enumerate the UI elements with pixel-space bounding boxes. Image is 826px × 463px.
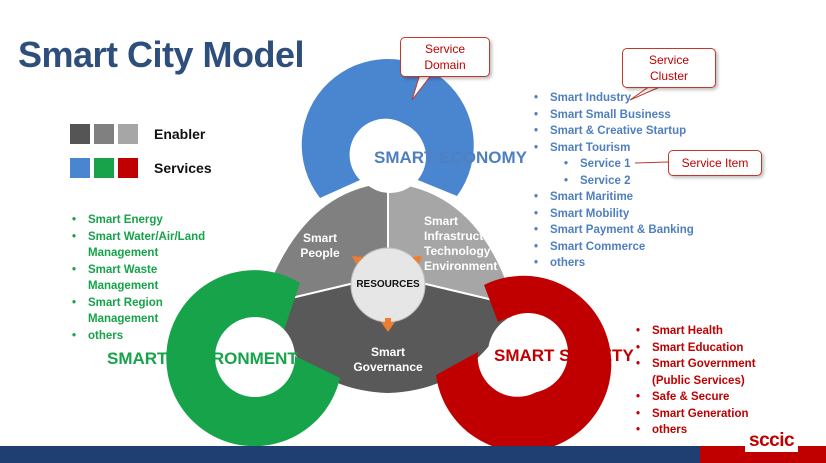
legend-swatch <box>94 158 114 178</box>
list-item: Smart Mobility <box>532 206 694 223</box>
resources-label: RESOURCES <box>356 279 420 290</box>
society-ring <box>436 275 612 452</box>
list-item: Safe & Secure <box>634 389 764 406</box>
list-item: Smart Region Management <box>70 295 198 328</box>
callout-service-domain-text: Service Domain <box>424 42 466 72</box>
list-item: Smart Tourism <box>532 140 694 157</box>
list-item: Smart & Creative Startup <box>532 123 694 140</box>
society-label: SMART SOCIETY <box>494 346 634 365</box>
list-item: Smart Commerce <box>532 239 694 256</box>
economy-service-list: Smart Industry Smart Small Business Smar… <box>532 90 694 272</box>
arrow-people <box>352 256 364 264</box>
economy-label: SMART ECONOMY <box>374 148 527 167</box>
legend-swatch <box>70 158 90 178</box>
legend-enabler: Enabler <box>70 124 205 144</box>
environment-label: SMART ENVIRONMENT <box>107 349 298 368</box>
list-subitem: Service 1 <box>532 156 694 173</box>
list-item: others <box>532 255 694 272</box>
environment-service-list: Smart Energy Smart Water/Air/Land Manage… <box>70 212 220 344</box>
arrow-infrastructure <box>412 256 422 264</box>
list-item: Smart Education <box>634 340 764 357</box>
legend-enabler-label: Enabler <box>154 126 206 142</box>
sccic-logo: sccic <box>745 430 799 452</box>
callout-service-cluster-text: Service Cluster <box>648 53 689 83</box>
society-service-list: Smart Health Smart Education Smart Gover… <box>634 323 764 439</box>
legend-swatch <box>118 124 138 144</box>
list-item: Smart Water/Air/Land Management <box>70 229 220 262</box>
list-item: others <box>70 328 220 345</box>
footer-bar <box>0 446 700 463</box>
list-item: Smart Generation <box>634 406 764 423</box>
segment-governance <box>262 275 514 393</box>
legend-services: Services <box>70 158 212 178</box>
legend-services-label: Services <box>154 160 212 176</box>
list-item: others <box>634 422 764 439</box>
legend-swatch <box>118 158 138 178</box>
list-item: Smart Small Business <box>532 107 694 124</box>
segment-governance-label: Smart Governance <box>353 345 423 374</box>
list-item: Smart Government (Public Services) <box>634 356 764 389</box>
list-item: Smart Waste Management <box>70 262 178 295</box>
list-item: Smart Energy <box>70 212 220 229</box>
segment-people-label: Smart People <box>300 231 340 260</box>
economy-ring <box>301 59 474 199</box>
callout-service-cluster: Service Cluster <box>622 48 716 88</box>
list-item: Smart Payment & Banking <box>532 222 694 239</box>
list-subitem: Service 2 <box>532 173 694 190</box>
environment-ring <box>166 270 340 447</box>
list-item: Smart Health <box>634 323 764 340</box>
segment-infrastructure-label: Smart Infrastructure, Technology & Envir… <box>424 214 506 273</box>
callout-service-domain: Service Domain <box>400 37 490 77</box>
legend-swatch <box>94 124 114 144</box>
legend-swatch <box>70 124 90 144</box>
arrow-governance <box>381 322 395 332</box>
page-title: Smart City Model <box>18 34 305 75</box>
list-item: Smart Industry <box>532 90 694 107</box>
list-item: Smart Maritime <box>532 189 694 206</box>
